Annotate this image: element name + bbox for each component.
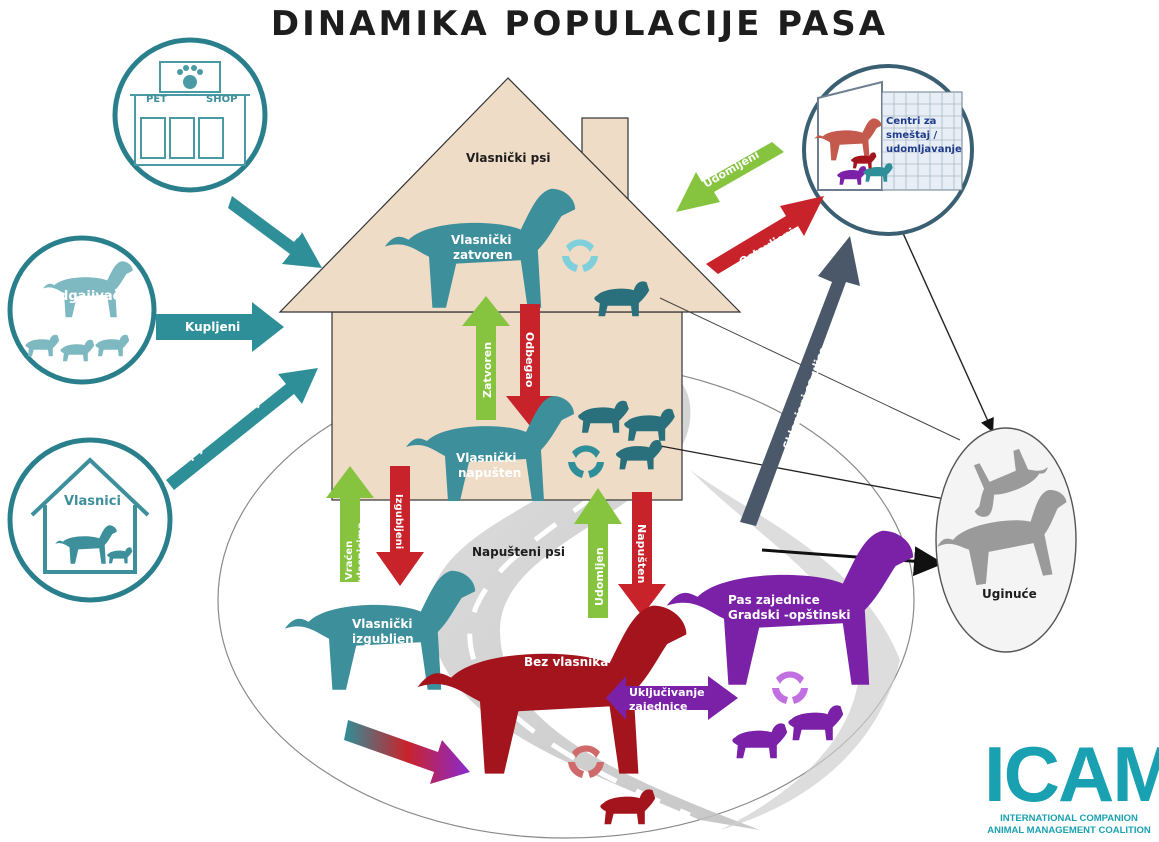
lost-label-2: izgubljen [352,632,414,646]
arrow-confined-green [462,296,510,420]
abandoned-dogs-label: Napušteni psi [472,545,565,559]
lost-label-1: Vlasnički [352,617,413,631]
arrow-owners-house [166,368,318,490]
arrow-returned-green [326,466,374,582]
pet-shop-sign-right: SHOP [206,94,237,105]
owners-label: Vlasnici [64,494,121,509]
pet-shop-icon [130,61,250,166]
owners-circle: Vlasnici [7,437,173,603]
escaped-arrow-label: Odbegao [523,332,536,388]
breeders-arrow-label: Kupljeni [185,320,240,334]
breeders-label: Odgajivači [48,289,125,304]
pet-shop-circle: PET SHOP [112,37,268,193]
roaming-label-2: napušten [458,466,521,480]
line-shelter-death [887,199,994,433]
icam-logo-line1: INTERNATIONAL COMPANION [1000,813,1138,824]
unowned-label: Bez vlasnika [524,655,608,669]
house-roof [278,77,742,313]
confined-arrow-label: Zatvoren [481,342,494,398]
diagram-title: DINAMIKA POPULACIJE PASA [270,4,889,44]
icam-logo-word: ICAM [984,730,1159,818]
shelter-circle: Centri za smeštaj / udomljavanje [802,64,974,236]
confined-label-1: Vlasnički [451,233,512,247]
owned-dogs-label: Vlasnički psi [466,151,551,165]
arrow-abandoned-red [618,492,666,616]
returned-arrow-label-1: Vraćen [343,541,355,580]
road-branch [690,470,900,830]
icam-logo-line2: ANIMAL MANAGEMENT COALITION [987,825,1151,836]
arrow-community-death [761,546,944,577]
community-label-1: Pas zajednice [728,593,820,607]
inclusion-label-2: zajednice [629,700,688,713]
arrow-petshop-house [228,196,322,268]
arrow-escaped-red [506,304,554,426]
adopted-street-label: Udomljen [593,547,606,606]
arrow-lost-red [376,466,424,586]
shelter-label-1: Centri za [886,116,936,127]
owners-arrow-label: Kupljeni -Poklonjeni [172,384,277,472]
arrow-adopted-green [676,142,784,212]
community-label-2: Gradski -opštinski [728,608,850,622]
arrow-removed-slate [740,236,860,526]
pet-shop-sign-left: PET [146,94,167,105]
returned-arrow-label-2: vlasnicima [356,522,367,582]
inclusion-label-1: Uključivanje [629,686,705,699]
breeders-circle: Odgajivači [7,235,157,385]
shelter-label-2: smeštaj / [886,129,938,141]
arrow-relinquished-red [706,196,824,274]
icam-logo: ICAM INTERNATIONAL COMPANION ANIMAL MANA… [984,730,1159,837]
shelter-label-3: udomljavanje [886,144,962,155]
owner-house-icon [30,457,150,574]
arrow-breeders-house [156,302,284,352]
arrow-not-returned [344,720,470,784]
arrow-adopted-street-green [574,488,622,618]
lost-arrow-label: Izgubljeni [393,494,404,549]
line-roaming-death [654,444,951,501]
arrow-inclusion-purple [606,676,738,720]
confined-label-2: zatvoren [453,248,512,262]
death-label: Uginuće [982,587,1037,601]
abandoned-arrow-label: Napušten [635,524,648,583]
roaming-label-1: Vlasnički [456,451,517,465]
